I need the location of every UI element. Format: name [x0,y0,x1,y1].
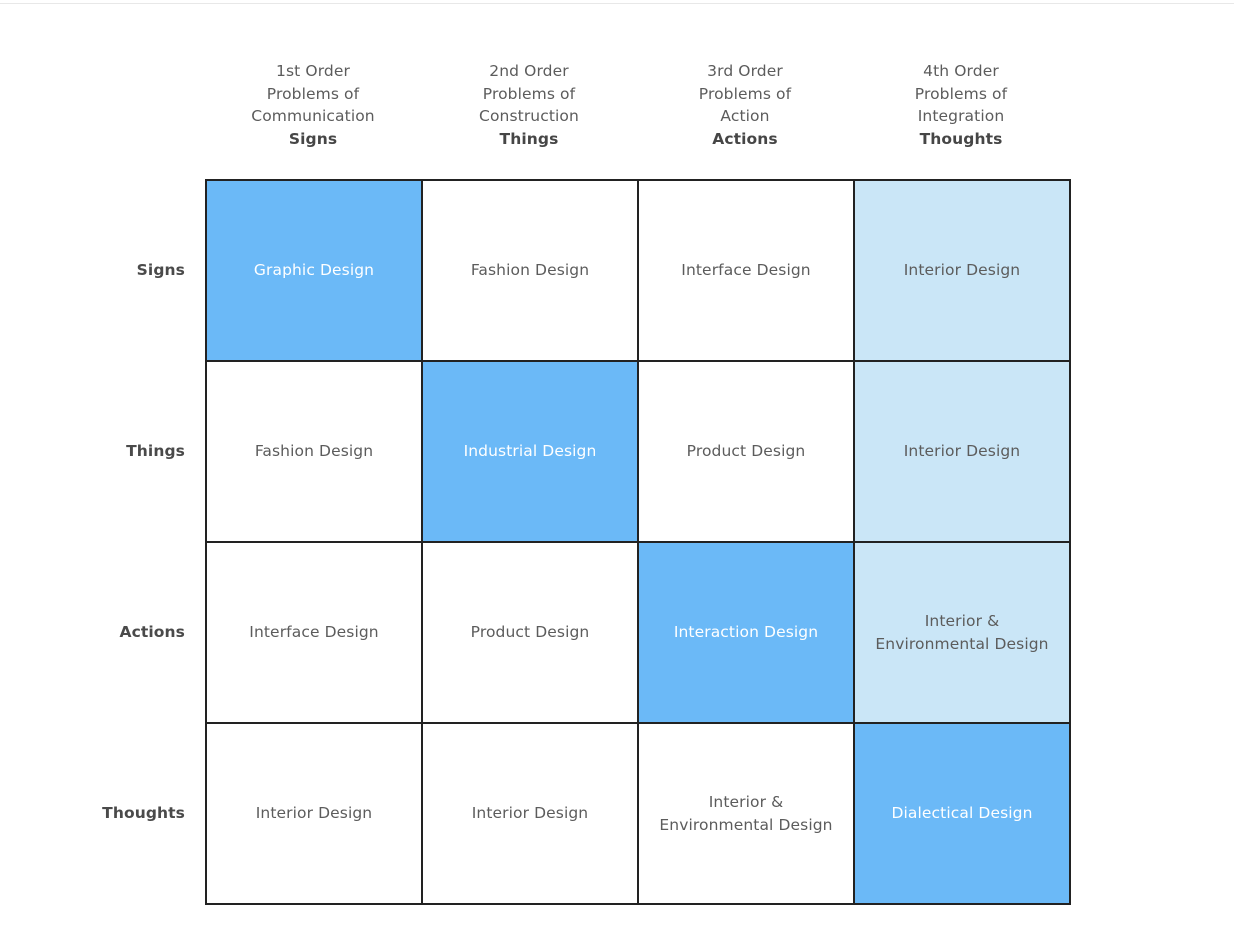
matrix-cell-label: Dialectical Design [891,804,1033,822]
matrix-cell-label: Industrial Design [463,442,597,460]
matrix-cell-signs-thoughts[interactable]: Interior Design [855,181,1071,362]
column-header-problems-line2: Action [720,107,770,125]
matrix-cell-label: Interior & Environmental Design [659,792,833,834]
column-header-problems-line2: Integration [917,107,1005,125]
page-top-rule [0,3,1234,4]
matrix-cell-thoughts-thoughts[interactable]: Dialectical Design [855,724,1071,905]
matrix-cell-label: Interior Design [255,804,373,822]
matrix-cell-label: Graphic Design [253,261,375,279]
column-header-1st-order: 1st Order Problems of Communication Sign… [205,60,421,150]
matrix-cell-things-signs[interactable]: Fashion Design [207,362,423,543]
column-header-key: Signs [288,129,338,148]
matrix-cell-actions-actions[interactable]: Interaction Design [639,543,855,724]
column-header-problems-line1: Problems of [698,84,792,103]
matrix-cell-thoughts-signs[interactable]: Interior Design [207,724,423,905]
column-header-order: 2nd Order [489,62,569,80]
matrix-cell-label: Interior & Environmental Design [875,611,1049,653]
column-header-key: Thoughts [919,129,1003,148]
matrix-cell-label: Fashion Design [254,442,374,460]
matrix-cell-label: Interior Design [471,804,589,822]
column-header-order: 3rd Order [707,62,783,80]
matrix-cell-label: Interior Design [903,442,1021,460]
matrix-cell-actions-signs[interactable]: Interface Design [207,543,423,724]
matrix-cell-label: Fashion Design [470,261,590,279]
column-header-problems-line2: Construction [479,107,579,125]
row-header-things: Things [126,441,185,460]
matrix-cell-label: Product Design [470,623,590,641]
matrix-cell-label: Interaction Design [673,623,819,641]
matrix-row-headers: Signs Things Actions Thoughts [0,179,185,903]
column-header-problems-line1: Problems of [914,84,1008,103]
column-header-problems-line2: Communication [251,107,375,125]
column-header-order: 1st Order [276,62,350,80]
matrix-cell-signs-signs[interactable]: Graphic Design [207,181,423,362]
column-header-4th-order: 4th Order Problems of Integration Though… [853,60,1069,150]
matrix-cell-label: Interface Design [681,261,811,279]
matrix-cell-things-thoughts[interactable]: Interior Design [855,362,1071,543]
matrix-cell-label: Interior Design [903,261,1021,279]
matrix-cell-signs-actions[interactable]: Interface Design [639,181,855,362]
row-header-signs: Signs [136,260,185,279]
column-header-key: Actions [712,129,778,148]
matrix-column-headers: 1st Order Problems of Communication Sign… [205,60,1069,150]
matrix-cell-label: Interface Design [249,623,379,641]
matrix-cell-signs-things[interactable]: Fashion Design [423,181,639,362]
design-orders-matrix: Graphic Design Fashion Design Interface … [205,179,1071,905]
column-header-3rd-order: 3rd Order Problems of Action Actions [637,60,853,150]
matrix-cell-label: Product Design [686,442,806,460]
column-header-problems-line1: Problems of [266,84,360,103]
matrix-cell-thoughts-actions[interactable]: Interior & Environmental Design [639,724,855,905]
matrix-cell-things-things[interactable]: Industrial Design [423,362,639,543]
matrix-cell-thoughts-things[interactable]: Interior Design [423,724,639,905]
column-header-2nd-order: 2nd Order Problems of Construction Thing… [421,60,637,150]
column-header-order: 4th Order [923,62,999,80]
matrix-cell-things-actions[interactable]: Product Design [639,362,855,543]
column-header-key: Things [499,129,559,148]
row-header-actions: Actions [119,622,185,641]
row-header-thoughts: Thoughts [102,803,185,822]
matrix-cell-actions-things[interactable]: Product Design [423,543,639,724]
column-header-problems-line1: Problems of [482,84,576,103]
matrix-cell-actions-thoughts[interactable]: Interior & Environmental Design [855,543,1071,724]
